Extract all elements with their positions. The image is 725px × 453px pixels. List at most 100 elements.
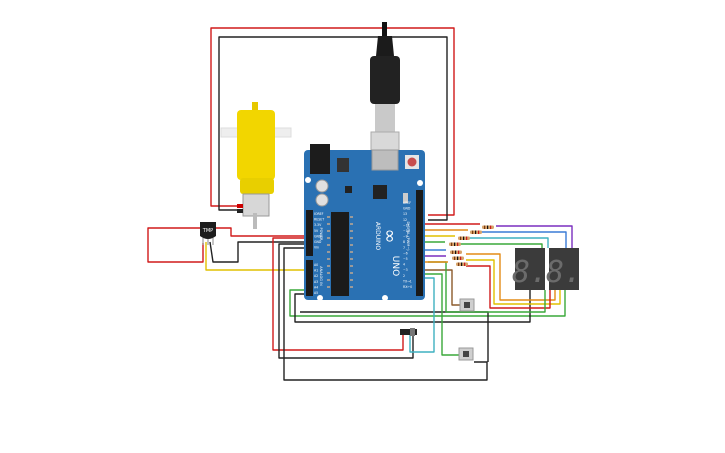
wire-left-black2 — [283, 247, 488, 381]
capacitor — [315, 179, 329, 193]
wire-motor-black — [218, 36, 448, 221]
resistor-band — [454, 242, 456, 246]
mount-hole — [417, 180, 423, 186]
wire-left-green — [289, 289, 566, 317]
motor-terminal-red — [237, 204, 243, 208]
resistor-band — [487, 225, 489, 229]
resistor-band — [458, 262, 460, 266]
digital-pin-label: ~3 — [403, 268, 408, 272]
seven-segment-digit: 8. — [512, 255, 548, 290]
power-pin-label: GND — [314, 240, 322, 244]
atmega-chip — [331, 212, 349, 296]
analog-pin-label: A5 — [314, 291, 318, 295]
digital-pin-label: ~9 — [403, 235, 408, 239]
seven-segment-display-right[interactable]: 8. — [546, 248, 582, 290]
wire-d-teal — [470, 237, 549, 248]
dc-motor-icon[interactable] — [220, 102, 292, 229]
usb-plug-metal — [375, 104, 395, 132]
push-button-cap — [464, 302, 470, 308]
usb-chip — [373, 185, 387, 199]
resistor-band — [466, 236, 468, 240]
wire-left-black1 — [278, 243, 414, 359]
wire-btn1-brown — [420, 269, 461, 306]
power-pin-label: Vin — [314, 246, 319, 250]
wires — [147, 27, 573, 381]
power-pin-label: IOREF — [314, 212, 324, 216]
push-button-icon[interactable] — [459, 298, 475, 312]
wire-d-red — [466, 265, 551, 309]
usb-cable — [370, 22, 400, 169]
resistor-band — [460, 256, 462, 260]
resistor-band — [484, 225, 486, 229]
slide-switch-icon[interactable] — [400, 328, 417, 336]
resistor-band — [460, 236, 462, 240]
seven-segment-display-left[interactable]: 8. — [512, 248, 548, 290]
wire-d-blue — [480, 231, 567, 248]
motor-terminal-black — [237, 209, 243, 213]
digital-header-label: DIGITAL (PWM~) — [406, 221, 410, 251]
mount-hole — [305, 177, 311, 183]
motor-gearbox — [237, 110, 275, 180]
resistor-band — [452, 250, 454, 254]
wire-left-red — [272, 237, 404, 351]
wire-temp-yellow — [205, 242, 306, 271]
digital-pin-label: ~10 — [403, 229, 410, 233]
seven-segment-body — [515, 248, 545, 290]
digital-pin-label: 4 — [403, 263, 405, 267]
resistor-band — [475, 230, 477, 234]
motor-base — [240, 178, 274, 194]
digital-pin-label: 13 — [403, 212, 407, 216]
power-pin-label: 3.3V — [314, 223, 322, 227]
digital-pin-label: 7 — [403, 246, 405, 250]
digital-pin-label: 2 — [403, 274, 405, 278]
resistor-band — [451, 242, 453, 246]
resistor-band — [463, 236, 465, 240]
barrel-jack — [310, 144, 330, 174]
usb-b-port — [371, 149, 399, 171]
resistor-band — [464, 262, 466, 266]
analog-header-label: ANALOG IN — [319, 266, 323, 286]
digital-pin-label: TX→1 — [402, 279, 412, 283]
usb-cable-wire — [382, 22, 387, 36]
resistor-band — [461, 262, 463, 266]
digital-header — [416, 190, 423, 296]
power-header — [306, 210, 313, 256]
board-brand: ARDUINO — [374, 222, 381, 251]
analog-pin-label: A0 — [314, 263, 318, 267]
arduino-logo-icon: ∞ — [379, 229, 400, 244]
power-pin-label: RESET — [314, 218, 324, 222]
seven-segment-body — [549, 248, 579, 290]
motor-body — [242, 193, 270, 217]
digital-pin-label: 12 — [403, 218, 407, 222]
usb-plug-top — [376, 36, 394, 56]
resistor-band — [478, 230, 480, 234]
tmp-body — [200, 222, 216, 239]
usb-plug-body — [370, 56, 400, 104]
wire-d-orange — [466, 253, 556, 301]
resistor-band — [454, 256, 456, 260]
wire-temp-red-b — [214, 227, 306, 237]
mount-hole — [382, 295, 388, 301]
wire-switch-teal — [409, 277, 435, 353]
board-model: UNO — [390, 256, 400, 276]
voltage-regulator — [337, 158, 349, 172]
analog-header — [306, 260, 313, 296]
analog-pin-label: A4 — [314, 285, 318, 289]
resistor-band — [472, 230, 474, 234]
push-button-icon[interactable] — [458, 347, 474, 361]
chip-pins — [327, 216, 353, 288]
slide-switch-body — [400, 329, 417, 335]
slide-switch-knob — [410, 328, 415, 336]
reset-button-icon[interactable] — [407, 157, 417, 167]
wire-motor-red — [210, 27, 455, 216]
power-pin-label: 5V — [314, 229, 319, 233]
arduino-board[interactable]: ∞ ARDUINO UNO DIGITAL (PWM~) POWER ANALO… — [304, 144, 425, 301]
wire-d-purple — [496, 225, 573, 248]
temperature-sensor-icon[interactable]: TMP — [200, 222, 216, 245]
digital-pin-label: ~5 — [403, 257, 408, 261]
power-header-label: POWER — [319, 228, 323, 242]
